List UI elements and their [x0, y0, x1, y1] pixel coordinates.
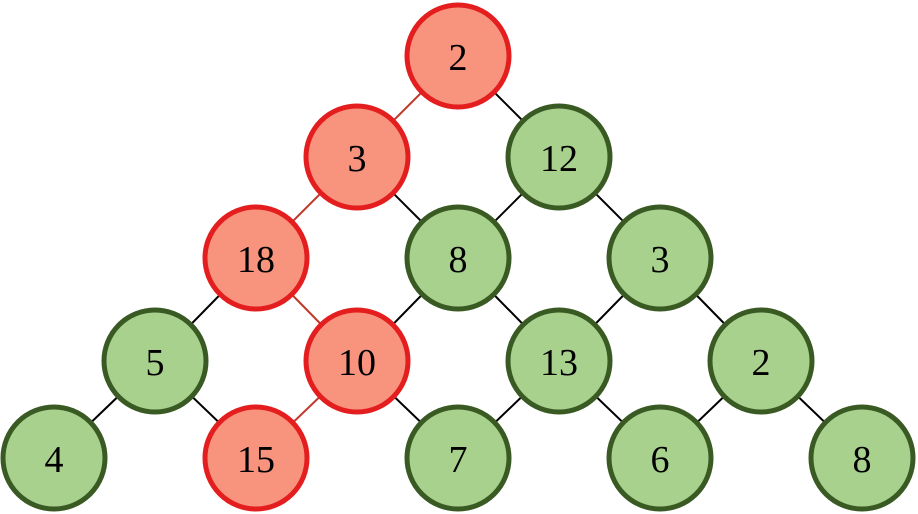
highlighted-node: 3: [303, 103, 411, 211]
node-circle: [0, 404, 108, 512]
node-value: 3: [651, 239, 670, 281]
highlighted-node: 2: [404, 2, 512, 110]
node-value: 8: [449, 239, 468, 281]
node-value: 3: [348, 138, 367, 180]
node-value: 8: [853, 439, 872, 481]
node: 8: [404, 204, 512, 312]
node-circle: [101, 307, 209, 415]
node: 7: [404, 404, 512, 512]
node: 6: [606, 404, 714, 512]
node-circle: [606, 204, 714, 312]
node-circle: [404, 404, 512, 512]
node: 4: [0, 404, 108, 512]
highlighted-node: 15: [202, 404, 310, 512]
node-value: 2: [752, 342, 771, 384]
node: 8: [808, 404, 916, 512]
node-value: 2: [449, 37, 468, 79]
node-circle: [202, 404, 310, 512]
node-value: 10: [338, 342, 376, 384]
highlighted-node: 10: [303, 307, 411, 415]
node-value: 18: [237, 239, 275, 281]
node-circle: [505, 307, 613, 415]
node: 2: [707, 307, 815, 415]
node-value: 15: [237, 439, 275, 481]
node: 5: [101, 307, 209, 415]
node-circle: [808, 404, 916, 512]
node-circle: [303, 307, 411, 415]
node-value: 13: [540, 342, 578, 384]
node-circle: [606, 404, 714, 512]
node-value: 7: [449, 439, 468, 481]
node-value: 4: [45, 439, 64, 481]
node-circle: [707, 307, 815, 415]
node-circle: [505, 103, 613, 211]
node: 12: [505, 103, 613, 211]
node-value: 5: [146, 342, 165, 384]
node: 13: [505, 307, 613, 415]
highlighted-node: 18: [202, 204, 310, 312]
node-value: 6: [651, 439, 670, 481]
node-circle: [404, 2, 512, 110]
node-circle: [202, 204, 310, 312]
node-value: 12: [540, 138, 578, 180]
node-circle: [303, 103, 411, 211]
node: 3: [606, 204, 714, 312]
node-circle: [404, 204, 512, 312]
